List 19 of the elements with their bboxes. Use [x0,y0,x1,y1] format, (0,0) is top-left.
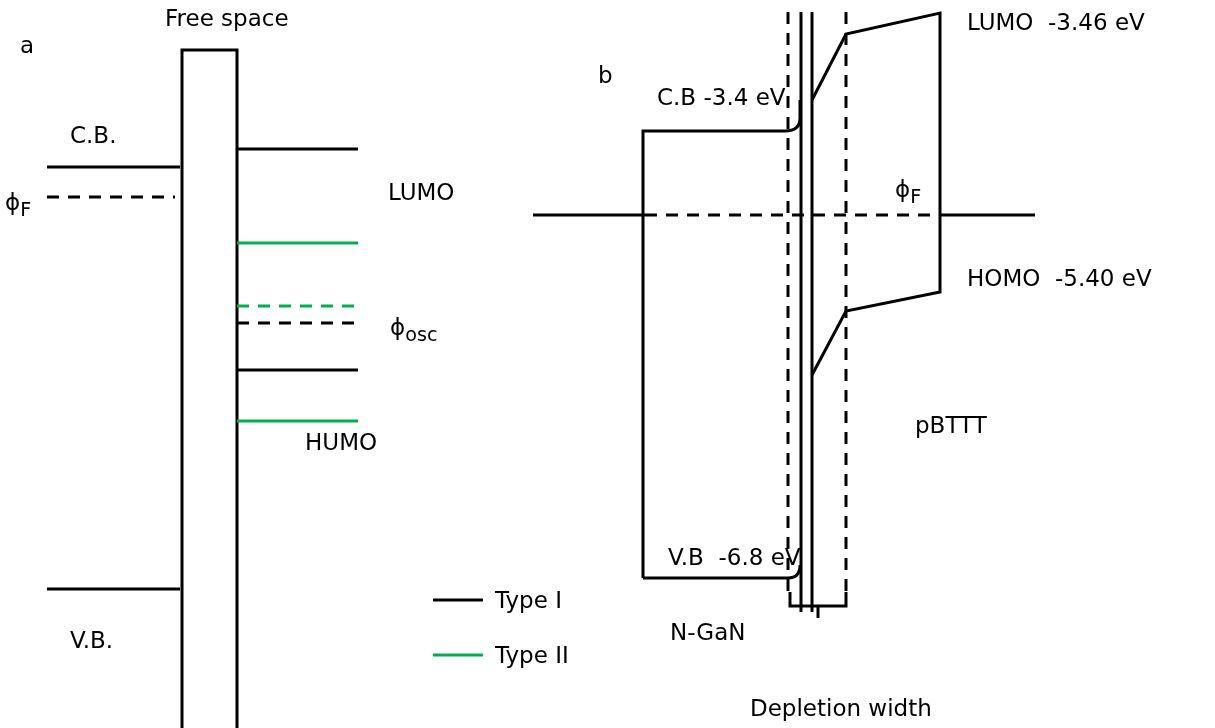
energy-level-label: ϕ$_{osc}$ [390,316,438,344]
band-label: LUMO [388,180,455,204]
band-label: C.B. [70,123,117,147]
band-label: V.B. [70,628,114,652]
band-label: C.B -3.4 eV [657,85,786,109]
band-label: V.B -6.8 eV [668,545,801,569]
material-label: pBTTT [915,413,987,437]
material-label: N-GaN [670,620,746,644]
legend-label: Type I [495,588,562,612]
band-label: HUMO [305,430,378,454]
band-label: HOMO -5.40 eV [967,266,1152,290]
band-label: LUMO -3.46 eV [967,10,1145,34]
energy-level-label: ϕ$_{F}$ [895,178,922,206]
region-label: Depletion width [750,696,932,720]
panel-letter: a [20,33,35,57]
legend-label: Type II [495,643,569,667]
energy-level-label: ϕ$_{F}$ [5,191,32,219]
region-label: Free space [165,6,289,30]
panel-letter: b [598,63,613,87]
